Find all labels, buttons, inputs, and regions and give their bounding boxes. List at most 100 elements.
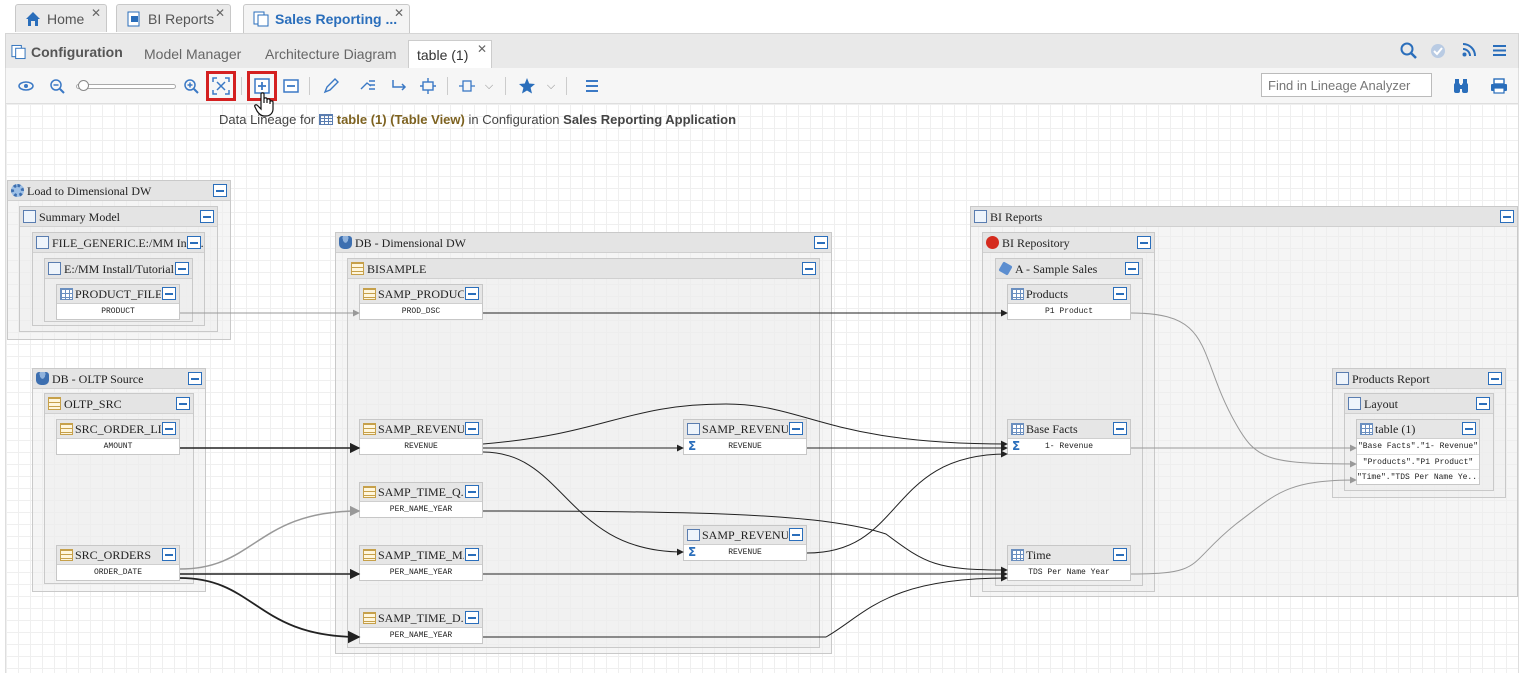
lineage-toolbar: ⌵ ⌵ [5, 68, 1519, 104]
edit-icon[interactable] [322, 77, 340, 95]
configuration-icon [253, 11, 269, 27]
collapse-icon[interactable] [188, 372, 202, 385]
binoculars-icon[interactable] [1452, 77, 1470, 95]
node-samp-time-q[interactable]: SAMP_TIME_Q... PER_NAME_YEAR [359, 482, 483, 518]
tab-bi-reports-label: BI Reports [148, 11, 215, 27]
eye-icon[interactable] [17, 77, 35, 95]
collapse-icon[interactable] [1125, 262, 1139, 275]
collapse-icon[interactable] [162, 422, 176, 435]
edge [482, 451, 684, 556]
collapse-icon[interactable] [465, 611, 479, 624]
print-icon[interactable] [1490, 77, 1508, 95]
column-products-p1-product[interactable]: "Products"."P1 Product" [1357, 454, 1479, 469]
column-revenue[interactable]: REVENUE [404, 442, 438, 451]
collapse-icon[interactable] [1462, 422, 1476, 435]
zoom-out-icon[interactable] [48, 77, 66, 95]
report-icon [1336, 372, 1349, 385]
edge [482, 403, 1008, 448]
edge [179, 505, 361, 570]
close-icon[interactable]: ✕ [393, 6, 404, 20]
table-icon [60, 423, 73, 435]
node-samp-time-d[interactable]: SAMP_TIME_D... PER_NAME_YEAR [359, 608, 483, 644]
column-amount[interactable]: AMOUNT [103, 442, 133, 451]
collapse-icon[interactable] [200, 210, 214, 223]
node-product-file[interactable]: PRODUCT_FILE... PRODUCT [56, 284, 180, 320]
collapse-icon[interactable] [176, 397, 190, 410]
tab-model-manager[interactable]: Model Manager [144, 46, 242, 62]
collapse-icon[interactable] [465, 548, 479, 561]
column-prod-dsc[interactable]: PROD_DSC [401, 307, 441, 316]
collapse-icon[interactable] [1500, 210, 1514, 223]
zoom-slider-handle[interactable] [78, 80, 89, 91]
collapse-icon[interactable] [162, 548, 176, 561]
collapse-icon[interactable] [789, 422, 803, 435]
tab-sales-reporting[interactable]: Sales Reporting ... ✕ [243, 4, 410, 33]
collapse-icon[interactable] [789, 528, 803, 541]
close-icon[interactable]: ✕ [214, 6, 225, 20]
lineage-canvas[interactable]: Data Lineage for table (1) (Table View) … [5, 104, 1519, 673]
column-tds-per-name-year[interactable]: TDS Per Name Year [1028, 568, 1110, 577]
star-icon[interactable] [518, 77, 536, 95]
chevron-down-icon[interactable]: ⌵ [484, 80, 494, 92]
column-per-name-year[interactable]: PER_NAME_YEAR [389, 568, 453, 577]
fit-to-screen-icon[interactable] [206, 71, 236, 101]
collapse-icon[interactable] [465, 422, 479, 435]
search-icon[interactable] [1400, 42, 1418, 60]
column-per-name-year[interactable]: PER_NAME_YEAR [389, 631, 453, 640]
node-src-orders[interactable]: SRC_ORDERS ORDER_DATE [56, 545, 180, 581]
column-time-tds-per-name-year[interactable]: "Time"."TDS Per Name Ye... [1357, 469, 1479, 484]
node-products[interactable]: Products P1 Product [1007, 284, 1131, 320]
tab-bi-reports[interactable]: BI Reports ✕ [116, 4, 231, 32]
collapse-icon[interactable] [175, 262, 189, 275]
collapse-icon[interactable] [465, 287, 479, 300]
collapse-icon[interactable] [213, 184, 227, 197]
close-icon[interactable]: ✕ [476, 42, 487, 56]
collapse-icon[interactable] [814, 236, 828, 249]
collapse-icon[interactable] [465, 485, 479, 498]
tab-architecture-diagram[interactable]: Architecture Diagram [265, 46, 397, 62]
column-order-date[interactable]: ORDER_DATE [93, 568, 142, 577]
collapse-icon[interactable] [802, 262, 816, 275]
mapping-icon[interactable] [458, 77, 476, 95]
lineage-edges [179, 309, 1357, 644]
forward-lineage-icon[interactable] [359, 77, 377, 95]
tab-home[interactable]: Home ✕ [15, 4, 107, 32]
collapse-icon[interactable] [1113, 548, 1127, 561]
zoom-slider[interactable] [76, 84, 176, 89]
collapse-icon[interactable] [1488, 372, 1502, 385]
column-base-facts-revenue[interactable]: "Base Facts"."1- Revenue" [1357, 442, 1479, 451]
column-p1-product[interactable]: P1 Product [1044, 307, 1093, 316]
column-per-name-year[interactable]: PER_NAME_YEAR [389, 505, 453, 514]
list-icon[interactable] [583, 77, 601, 95]
rss-icon[interactable] [1462, 43, 1476, 57]
close-icon[interactable]: ✕ [90, 6, 101, 20]
collapse-icon[interactable] [1113, 287, 1127, 300]
node-table-1[interactable]: table (1) "Base Facts"."1- Revenue" "Pro… [1356, 419, 1480, 485]
node-samp-produc[interactable]: SAMP_PRODUC... PROD_DSC [359, 284, 483, 320]
node-time[interactable]: Time TDS Per Name Year [1007, 545, 1131, 581]
layout-icon[interactable] [419, 77, 437, 95]
menu-icon[interactable] [1493, 44, 1506, 57]
route-icon[interactable] [390, 77, 408, 95]
check-icon[interactable] [1430, 43, 1446, 59]
node-samp-revenu[interactable]: SAMP_REVENU... REVENUE [359, 419, 483, 455]
collapse-icon[interactable] [1137, 236, 1151, 249]
collapse-icon[interactable] [162, 287, 176, 300]
find-in-lineage-input[interactable] [1261, 73, 1432, 97]
node-src-order-li[interactable]: SRC_ORDER_LI... AMOUNT [56, 419, 180, 455]
zoom-in-icon[interactable] [182, 77, 200, 95]
tab-table-1[interactable]: table (1) ✕ [408, 40, 492, 69]
collapse-all-icon[interactable] [282, 77, 300, 95]
column-product[interactable]: PRODUCT [101, 307, 135, 316]
node-samp-time-m[interactable]: SAMP_TIME_M... PER_NAME_YEAR [359, 545, 483, 581]
collapse-icon[interactable] [187, 236, 201, 249]
collapse-icon[interactable] [1476, 397, 1490, 410]
chevron-down-icon[interactable]: ⌵ [546, 80, 556, 92]
collapse-icon[interactable] [1113, 422, 1127, 435]
